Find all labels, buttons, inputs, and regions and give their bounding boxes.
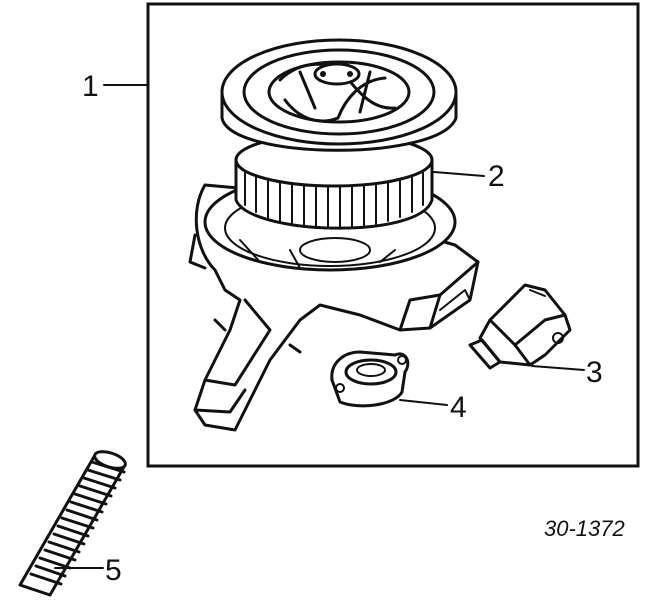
blower-assembly bbox=[188, 38, 480, 432]
leader-lines bbox=[54, 84, 585, 569]
reference-code: 30-1372 bbox=[544, 516, 625, 541]
motor-cover-spokes bbox=[278, 62, 397, 123]
leader-4 bbox=[399, 399, 448, 406]
callout-4: 4 bbox=[450, 391, 467, 424]
callout-5: 5 bbox=[105, 554, 122, 587]
assembly-frame bbox=[146, 2, 640, 468]
callout-1: 1 bbox=[82, 70, 99, 103]
callout-3: 3 bbox=[586, 356, 603, 389]
fan-blades bbox=[244, 166, 424, 229]
motor-flange bbox=[330, 350, 410, 408]
leader-2 bbox=[433, 171, 485, 177]
callout-2: 2 bbox=[488, 160, 505, 193]
corrugated-hose bbox=[18, 450, 127, 597]
blower-resistor bbox=[468, 283, 572, 370]
leader-3 bbox=[531, 365, 585, 371]
